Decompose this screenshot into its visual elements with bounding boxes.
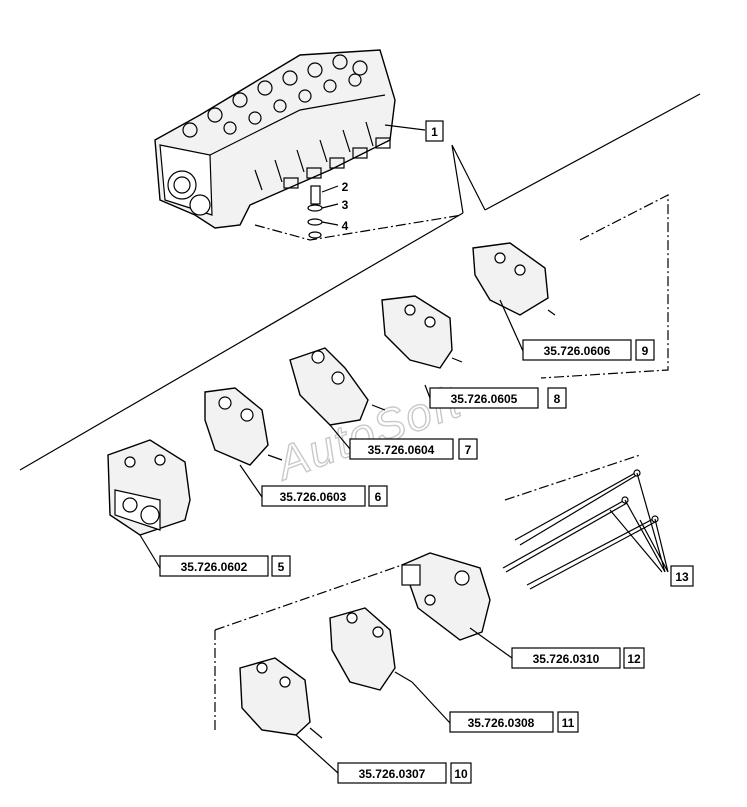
tie-rods <box>502 469 669 590</box>
part-label-12: 35.726.0310 12 <box>511 647 645 669</box>
main-valve-block <box>154 49 396 229</box>
valve-section-5 <box>107 439 191 569</box>
svg-text:7: 7 <box>465 443 472 457</box>
divider-bracket-upper <box>451 144 486 214</box>
callout-3: 3 <box>342 198 349 212</box>
callout-13: 13 <box>670 565 694 587</box>
part-label-7: 35.726.0604 7 <box>349 438 478 460</box>
svg-text:5: 5 <box>278 560 285 574</box>
svg-text:3: 3 <box>342 198 349 212</box>
callout-2: 2 <box>342 180 349 194</box>
svg-text:4: 4 <box>342 219 349 233</box>
valve-section-10 <box>239 657 339 774</box>
part-label-8: 35.726.0605 8 <box>429 387 567 409</box>
valve-section-6 <box>204 387 283 498</box>
part-label-11: 35.726.0308 11 <box>449 711 579 733</box>
svg-text:35.726.0604: 35.726.0604 <box>368 443 435 457</box>
svg-text:35.726.0307: 35.726.0307 <box>359 767 426 781</box>
dashdot-boundary-group-a <box>540 194 669 379</box>
valve-section-9 <box>472 242 556 352</box>
svg-text:13: 13 <box>675 570 689 584</box>
valve-section-12 <box>401 552 513 659</box>
callout-1: 1 <box>425 120 444 142</box>
callout-4: 4 <box>342 219 349 233</box>
part-label-9: 35.726.0606 9 <box>522 339 655 361</box>
valve-section-8 <box>381 295 463 399</box>
svg-text:10: 10 <box>454 767 468 781</box>
svg-text:1: 1 <box>431 125 438 139</box>
svg-text:35.726.0602: 35.726.0602 <box>181 560 248 574</box>
dashdot-boundary-group-b <box>214 454 641 730</box>
svg-text:11: 11 <box>562 716 575 730</box>
svg-text:35.726.0310: 35.726.0310 <box>533 652 600 666</box>
part-label-10: 35.726.0307 10 <box>337 762 472 784</box>
svg-text:35.726.0308: 35.726.0308 <box>468 716 535 730</box>
svg-text:6: 6 <box>375 490 382 504</box>
svg-text:2: 2 <box>342 180 349 194</box>
bolt-washer-nut <box>307 185 339 239</box>
svg-text:9: 9 <box>642 344 649 358</box>
valve-section-11 <box>329 607 451 724</box>
dashdot-link-main <box>254 214 463 241</box>
svg-text:35.726.0606: 35.726.0606 <box>544 344 611 358</box>
part-label-5: 35.726.0602 5 <box>159 555 291 577</box>
part-label-6: 35.726.0603 6 <box>261 485 388 507</box>
svg-text:8: 8 <box>554 392 561 406</box>
svg-text:35.726.0603: 35.726.0603 <box>280 490 347 504</box>
valve-section-7 <box>289 347 386 450</box>
svg-text:35.726.0605: 35.726.0605 <box>451 392 518 406</box>
svg-text:12: 12 <box>627 652 641 666</box>
divider-line-upper <box>19 93 701 471</box>
